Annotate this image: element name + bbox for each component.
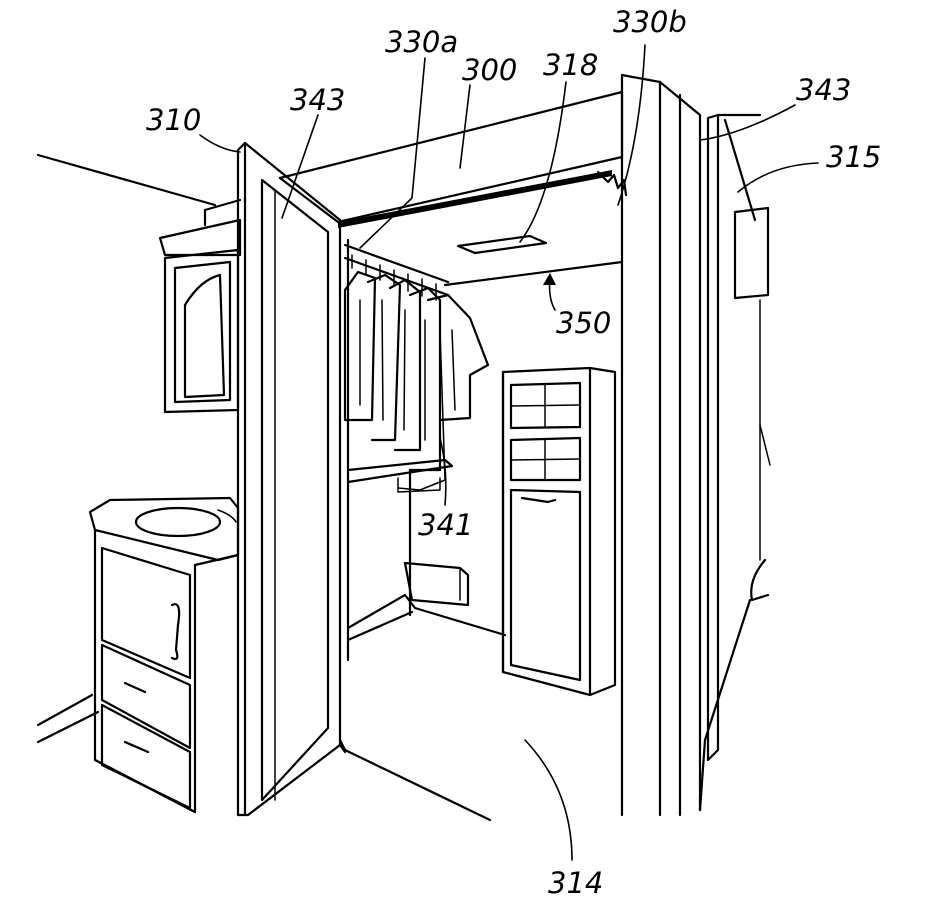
reference-labels: 310 343 330a 300 318 330b 343 315 350 34…: [146, 5, 881, 900]
label-310: 310: [146, 103, 201, 137]
label-330a: 330a: [385, 25, 458, 59]
label-330b: 330b: [613, 5, 687, 39]
label-318: 318: [543, 48, 598, 82]
closet-interior: [338, 234, 624, 822]
storage-tower: [403, 366, 617, 697]
wall-cabinet: [158, 218, 242, 414]
closet-door-open: [236, 141, 347, 817]
label-314: 314: [548, 866, 603, 900]
label-350: 350: [556, 306, 611, 340]
label-341: 341: [418, 508, 473, 542]
label-343-right: 343: [796, 73, 851, 107]
right-door-frame: [596, 73, 771, 817]
clothes-rack: [343, 243, 490, 493]
ceiling-light: [456, 234, 548, 255]
sink-vanity: [88, 496, 240, 814]
label-300: 300: [462, 53, 517, 87]
label-343-door: 343: [290, 83, 345, 117]
leader-lines: [199, 44, 819, 861]
label-315: 315: [826, 140, 881, 174]
